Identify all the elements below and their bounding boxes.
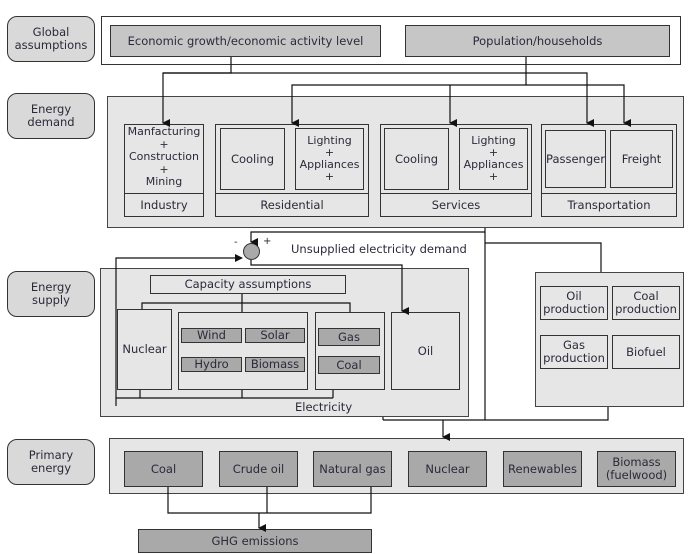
feedback-minus-sign: - (234, 237, 238, 248)
connector-supply-bus (116, 390, 334, 399)
services-cooling: Cooling (384, 128, 449, 190)
fossil-group (315, 312, 385, 390)
oil-electricity-box: Oil (391, 312, 460, 390)
connector-production-out (485, 407, 609, 421)
population-box: Population/households (405, 25, 670, 57)
primary-crude-oil-box: Crude oil (219, 451, 298, 487)
hydro-box: Hydro (181, 357, 242, 372)
connector-population-residential (291, 57, 527, 127)
coal-electricity-box: Coal (318, 356, 380, 374)
connector-population-freight (526, 84, 631, 127)
connector-economic-industry (162, 57, 232, 127)
fuel-production-panel (535, 272, 684, 407)
gas-electricity-box: Gas (318, 328, 380, 346)
lane-primary-energy: Primary energy (7, 439, 95, 485)
unsupplied-demand-label: Unsupplied electricity demand (291, 242, 467, 256)
industry-label: Industry (124, 193, 204, 217)
residential-cooling: Cooling (220, 128, 285, 190)
primary-renewables-box: Renewables (503, 451, 582, 487)
connector-demand-to-node (250, 228, 486, 246)
gas-production-box: Gas production (540, 335, 608, 369)
capacity-assumptions-box: Capacity assumptions (150, 275, 346, 294)
renewables-group (178, 312, 308, 390)
lane-energy-demand: Energy demand (7, 93, 95, 139)
lane-global-assumptions: Global assumptions (7, 16, 95, 62)
connector-capacity-distribution (141, 294, 351, 312)
biofuel-box: Biofuel (612, 335, 680, 369)
connector-economic-passenger (163, 72, 594, 127)
residential-lighting-appliances: Lighting + Appliances + (295, 128, 364, 190)
connector-fossil-to-ghg (167, 487, 372, 528)
biomass-electricity-box: Biomass (245, 357, 305, 372)
solar-box: Solar (245, 328, 305, 343)
economic-growth-box: Economic growth/economic activity level (110, 25, 381, 57)
primary-nuclear-box: Nuclear (408, 451, 487, 487)
feedback-plus-sign: + (263, 236, 272, 247)
wind-box: Wind (181, 328, 242, 343)
oil-production-box: Oil production (540, 286, 608, 320)
connector-electricity-feedback (115, 254, 243, 406)
transportation-passenger: Passenger (545, 130, 606, 188)
primary-biomass-box: Biomass (fuelwood) (597, 451, 676, 487)
services-lighting-appliances: Lighting + Appliances + (459, 128, 528, 190)
residential-label: Residential (215, 193, 369, 217)
coal-production-box: Coal production (612, 286, 680, 320)
industry-content: Manfacturing + Construction + Mining (127, 125, 201, 188)
connector-node-to-oil (250, 260, 409, 315)
electricity-label: Electricity (295, 400, 353, 414)
primary-coal-box: Coal (124, 451, 203, 487)
transportation-label: Transportation (541, 193, 677, 217)
primary-energy-panel (109, 438, 684, 494)
lane-energy-supply: Energy supply (7, 271, 95, 317)
nuclear-electricity-box: Nuclear (117, 309, 172, 390)
transportation-freight: Freight (610, 130, 673, 188)
primary-natural-gas-box: Natural gas (313, 451, 392, 487)
connector-demand-to-production (484, 232, 602, 420)
services-label: Services (380, 193, 532, 217)
connector-supply-to-primary (382, 417, 485, 437)
